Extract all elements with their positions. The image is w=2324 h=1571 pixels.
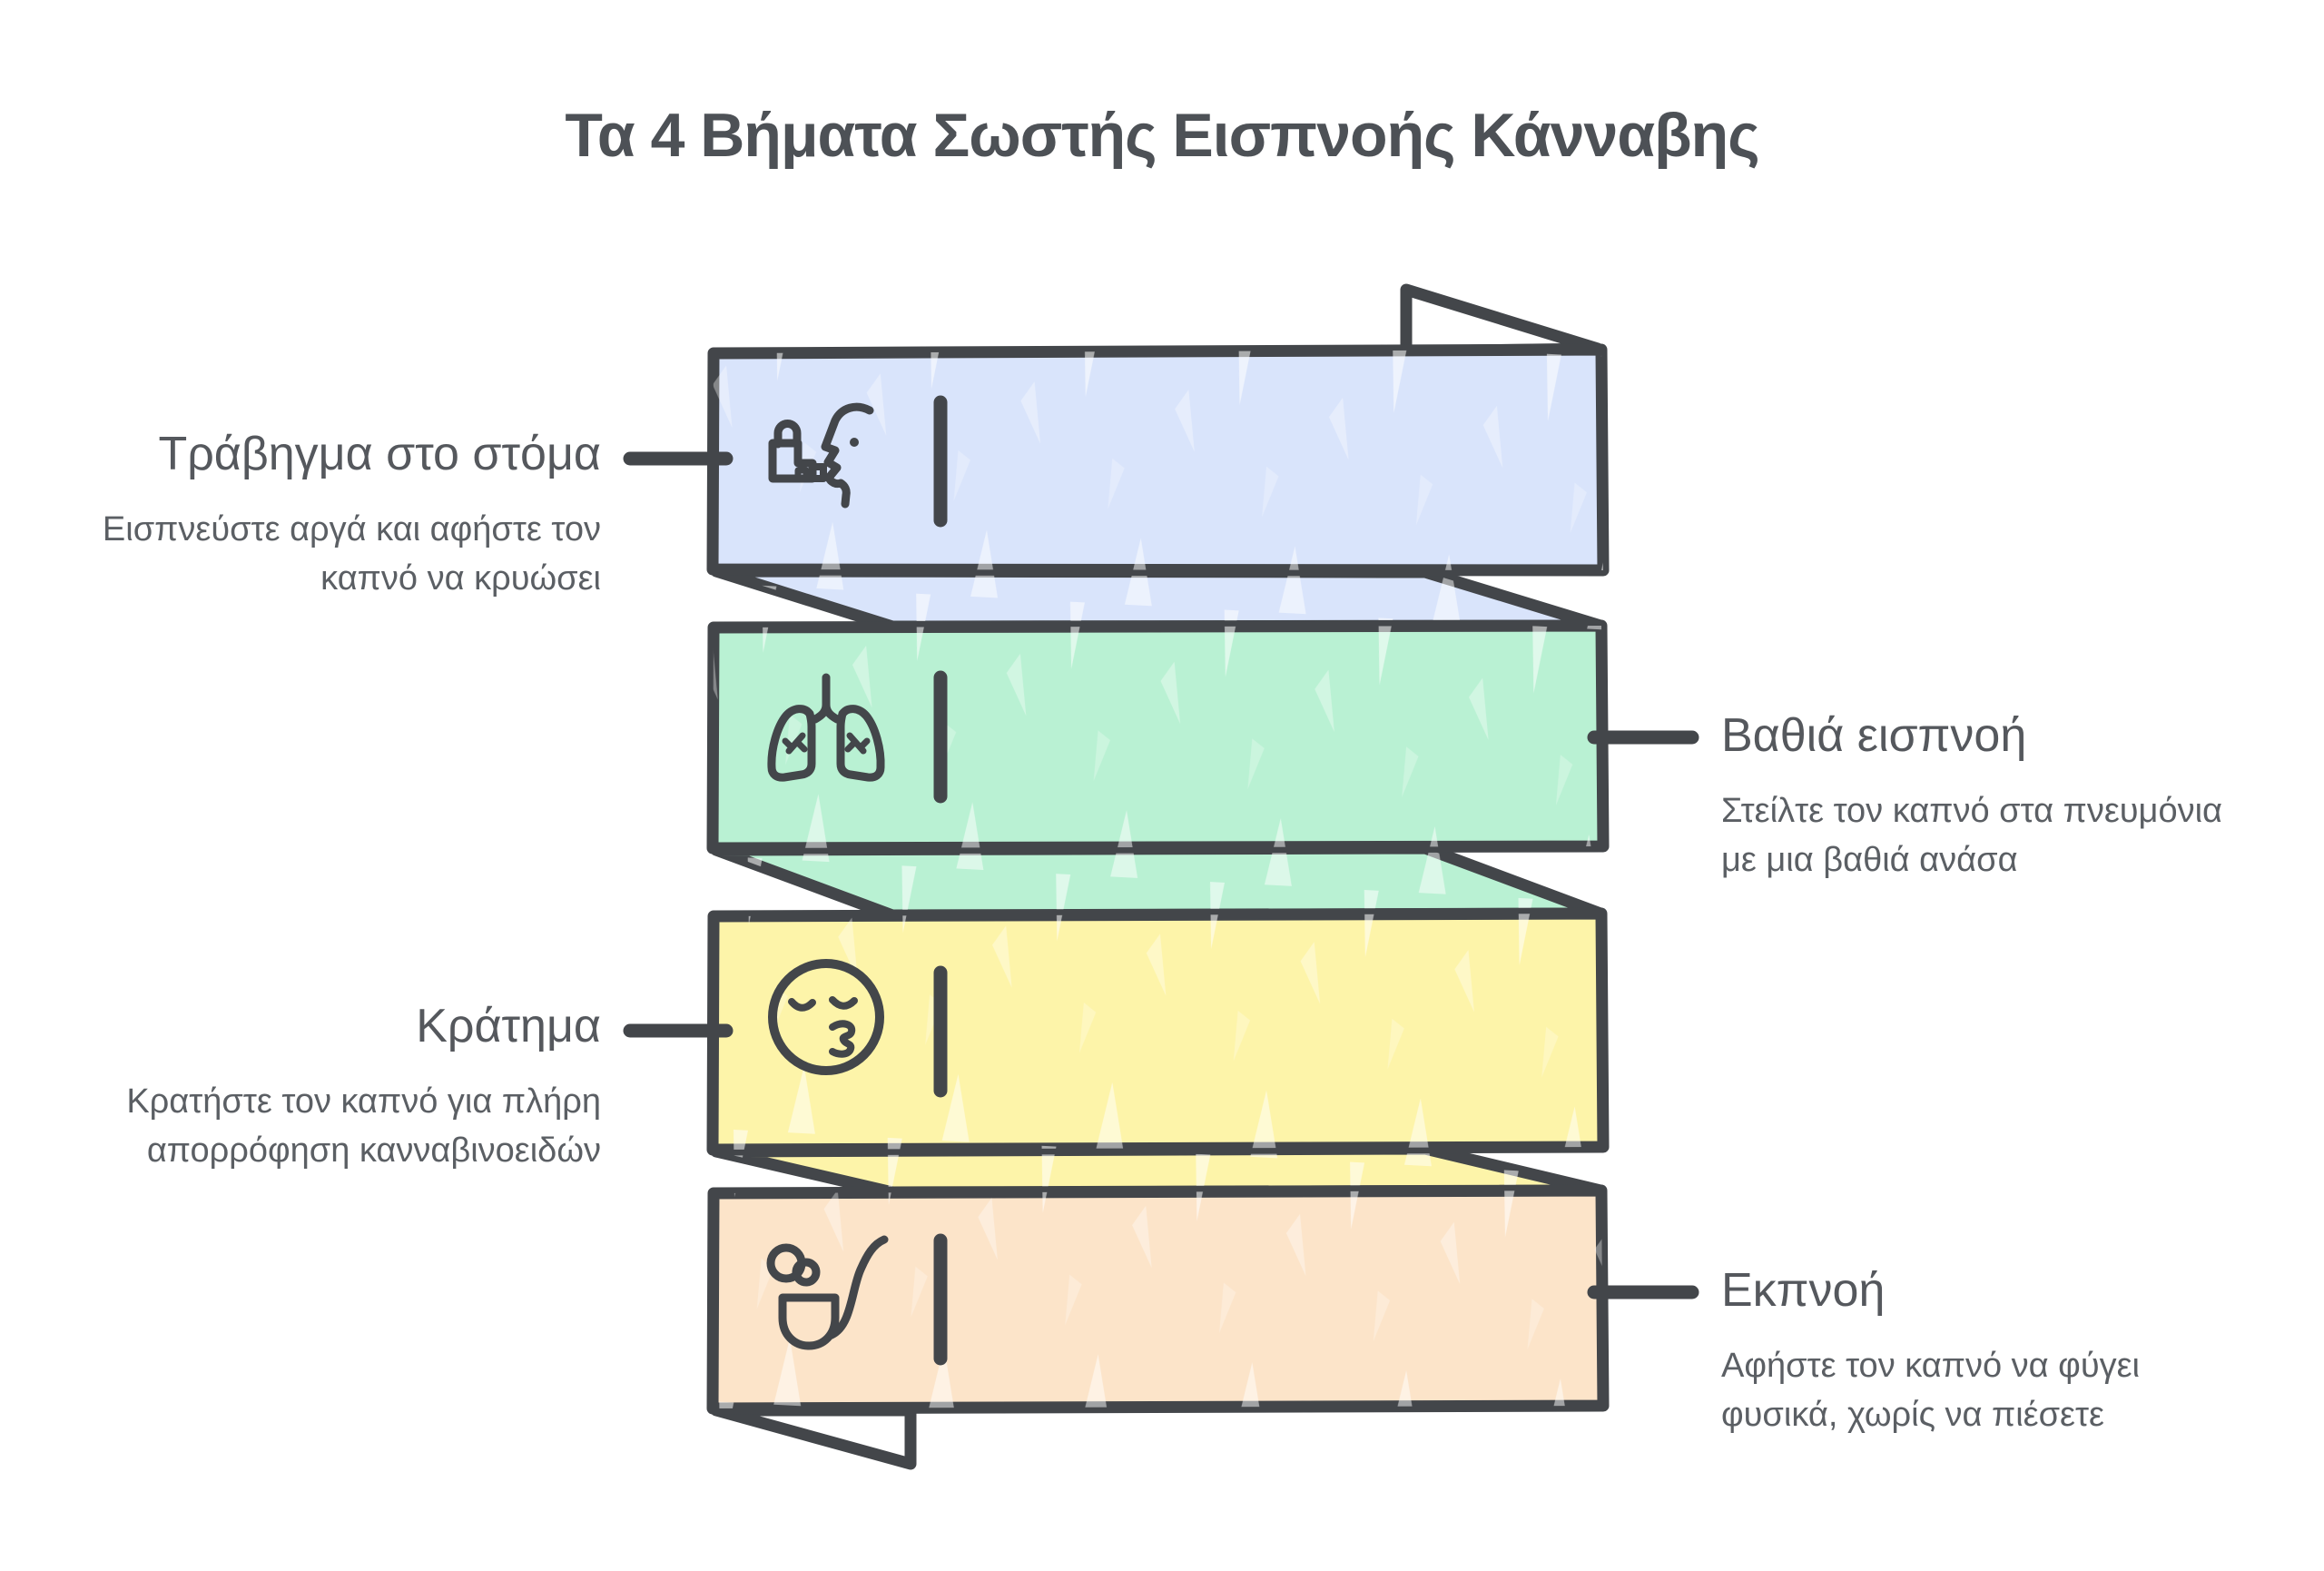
- inhaler-mouth-icon: [768, 402, 874, 509]
- step-title: Τράβηγμα στο στόμα: [158, 428, 601, 480]
- step-description: Εισπνεύστε αργά και αφήστε τον καπνό να …: [102, 510, 601, 598]
- band-fold-texture: [716, 848, 1600, 915]
- step-label-1: Τράβηγμα στο στόμα Εισπνεύστε αργά και α…: [103, 427, 601, 603]
- step-title: Εκπνοή: [1721, 1264, 1886, 1317]
- band-fold-texture: [716, 1149, 1600, 1192]
- step-label-4: Εκπνοή Αφήστε τον καπνό να φύγει φυσικά,…: [1721, 1263, 2140, 1439]
- step-title: Βαθιά εισπνοή: [1721, 709, 2027, 762]
- band-texture-2: [713, 626, 1603, 848]
- step-title: Κράτημα: [416, 1000, 601, 1052]
- ribbon-top-fold: [1400, 283, 1604, 358]
- band-texture-1: [713, 350, 1603, 570]
- band-texture-3: [713, 914, 1603, 1150]
- holding-breath-face-icon: [768, 959, 884, 1075]
- step-label-2: Βαθιά εισπνοή Στείλτε τον καπνό στα πνευ…: [1721, 708, 2222, 884]
- step-label-3: Κράτημα Κρατήστε τον καπνό για πλήρη απο…: [126, 999, 601, 1175]
- band-texture-4: [713, 1191, 1603, 1408]
- ribbon-bottom-fold: [710, 1404, 917, 1470]
- step-description: Κρατήστε τον καπνό για πλήρη απορρόφηση …: [126, 1082, 601, 1170]
- lungs-icon: [767, 673, 885, 782]
- step-description: Αφήστε τον καπνό να φύγει φυσικά, χωρίς …: [1721, 1347, 2140, 1434]
- page-title: Τα 4 Βήματα Σωστής Εισπνοής Κάνναβης: [565, 101, 1759, 170]
- step-description: Στείλτε τον καπνό στα πνευμόνια με μια β…: [1721, 792, 2222, 879]
- band-fold-texture: [716, 571, 1600, 627]
- pipe-smoke-icon: [766, 1235, 889, 1350]
